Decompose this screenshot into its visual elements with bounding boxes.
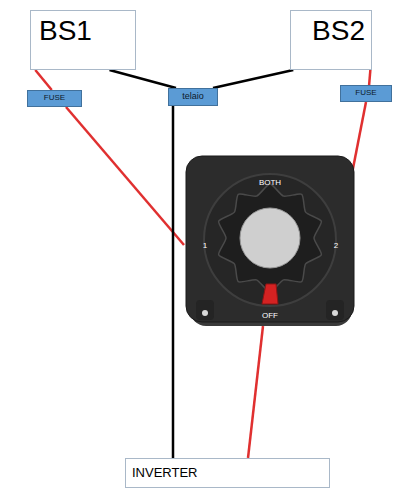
node-text: FUSE [44, 94, 65, 103]
mount-hole [202, 310, 208, 316]
switch-position-label: BOTH [259, 178, 281, 187]
ground-wire [110, 70, 177, 88]
switch-position-label: 1 [203, 241, 207, 250]
switch-knob [219, 184, 322, 292]
switch-position-label: OFF [262, 311, 278, 320]
node-text: FUSE [355, 89, 376, 98]
battery-box: BS2 [290, 10, 372, 70]
switch-dial [204, 174, 336, 306]
red-wire [248, 326, 263, 458]
ground-wire [172, 106, 175, 458]
mount-hole [332, 310, 338, 316]
node-text: BS2 [312, 15, 365, 46]
ground-wire [213, 70, 293, 88]
mount-ear [196, 300, 214, 320]
red-wire [369, 70, 370, 85]
fuse-box: FUSE [27, 90, 82, 107]
knob-cap [240, 208, 300, 268]
switch-position-label: 2 [334, 241, 338, 250]
ground-box: telaio [168, 88, 218, 106]
red-wire [66, 107, 184, 245]
inverter-box: INVERTER [125, 458, 330, 488]
red-wire [35, 70, 51, 90]
red-lever [262, 284, 278, 304]
switch-body [186, 156, 354, 322]
mount-ear [326, 300, 344, 320]
fuse-box: FUSE [340, 85, 392, 102]
node-text: BS1 [39, 15, 92, 46]
node-text: telaio [182, 92, 204, 102]
battery-box: BS1 [30, 10, 136, 70]
node-text: INVERTER [132, 466, 198, 480]
